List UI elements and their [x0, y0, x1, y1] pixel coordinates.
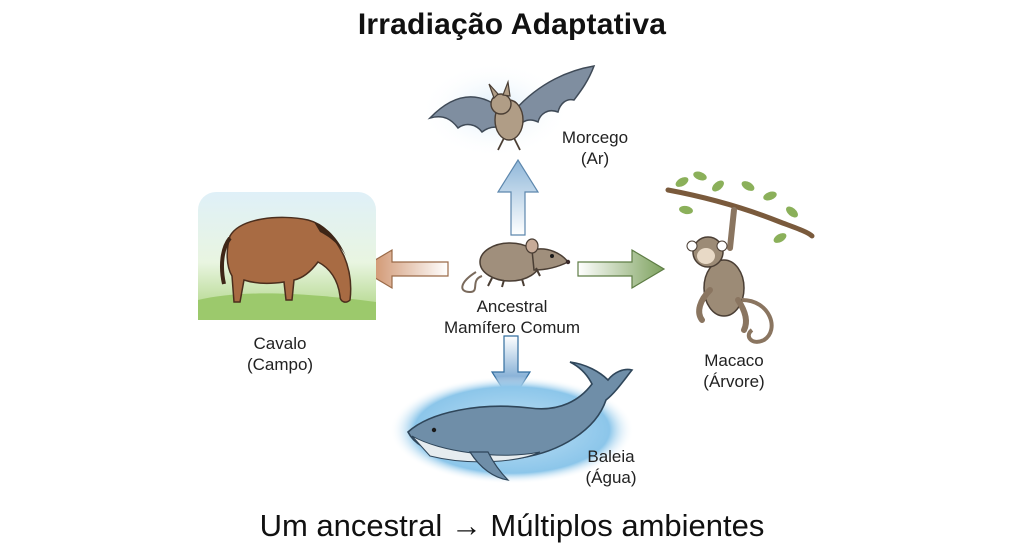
- page-title: Irradiação Adaptativa: [357, 8, 667, 41]
- arrow-right: [577, 248, 666, 290]
- horse-icon: [198, 192, 376, 320]
- label-ancestral: Ancestral Mamífero Comum: [443, 297, 581, 337]
- caption: Um ancestral → Múltiplos ambientes: [259, 508, 765, 543]
- monkey-icon: [665, 171, 815, 344]
- arrow-up: [496, 158, 540, 236]
- ancestral-mammal-icon: [461, 238, 571, 294]
- bat-icon: [420, 62, 596, 158]
- label-macaco: Macaco (Árvore): [703, 351, 765, 391]
- label-cavalo: Cavalo (Campo): [246, 334, 314, 374]
- whale-icon: [390, 361, 634, 484]
- label-morcego: Morcego (Ar): [561, 128, 629, 168]
- label-baleia: Baleia (Água): [585, 447, 637, 487]
